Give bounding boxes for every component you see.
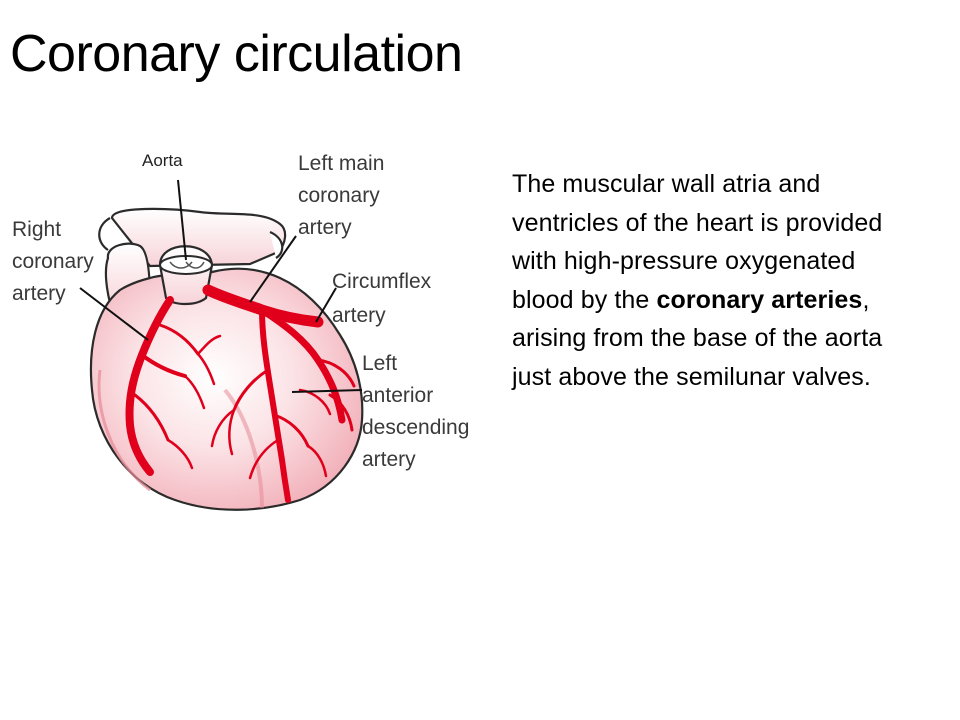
aorta-root [158,245,214,306]
lad-leader [291,389,363,393]
coronary-arteries [125,284,356,503]
circumflex-leader [315,287,337,323]
description-part-1: The muscular wall atria and ventricles o… [512,170,883,314]
left-anterior-descending-artery-label: Left anterior descending artery [362,352,475,471]
description-text: The muscular wall atria and ventricles o… [512,165,902,396]
coronary-arteries-term: coronary arteries [656,285,863,314]
description-part-2: , arising from the base of the aorta jus… [512,285,883,391]
aorta-label: Aorta [142,151,183,170]
left-main-coronary-leader [249,235,297,303]
circumflex-artery-label: Circumflex artery [332,270,437,327]
slide-title: Coronary circulation [10,25,463,83]
heart-diagram: Aorta Left main coronary artery Right co… [12,151,475,511]
right-coronary-leader [79,287,149,341]
aorta-leader [177,179,187,261]
left-main-coronary-artery-label: Left main coronary artery [298,152,390,239]
right-coronary-artery-label: Right coronary artery [12,218,100,305]
